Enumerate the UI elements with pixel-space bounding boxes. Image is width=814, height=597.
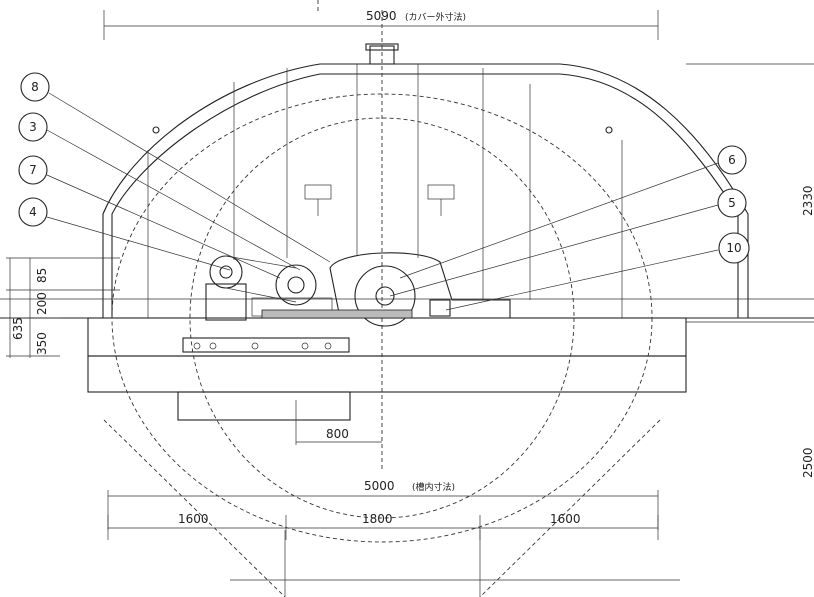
callout-4-text: 4 bbox=[29, 205, 37, 219]
height-2330-label: 2330 bbox=[801, 185, 814, 216]
center-lines bbox=[317, 0, 383, 470]
callout-10-text: 10 bbox=[726, 241, 741, 255]
tank-hidden-lines bbox=[103, 93, 680, 597]
dimension-right-heights: 2330 2500 bbox=[801, 185, 814, 478]
dimension-left-heights: 85 200 350 635 bbox=[6, 257, 120, 358]
cover-brackets bbox=[304, 184, 455, 216]
inner-width-note: (槽内寸法) bbox=[412, 481, 455, 493]
offset-800-label: 800 bbox=[326, 427, 349, 441]
height-635-label: 635 bbox=[11, 317, 25, 340]
height-85-label: 85 bbox=[35, 268, 49, 283]
drive-machinery bbox=[182, 252, 511, 353]
callout-7-text: 7 bbox=[29, 163, 37, 177]
callout-6-text: 6 bbox=[728, 153, 736, 167]
callout-7: 7 bbox=[18, 155, 48, 185]
callout-5-text: 5 bbox=[728, 196, 736, 210]
cover-outline bbox=[102, 43, 749, 318]
dimension-5000: 5000 (槽内寸法) bbox=[107, 479, 659, 530]
callout-5: 5 bbox=[717, 188, 747, 218]
segment-left-label: 1600 bbox=[178, 512, 209, 526]
callout-4: 4 bbox=[18, 197, 48, 227]
cover-width-label: 5090 bbox=[366, 9, 397, 23]
height-350-label: 350 bbox=[35, 332, 49, 355]
segment-middle-label: 1800 bbox=[362, 512, 393, 526]
dimension-5090: 5090 (カバー外寸法) bbox=[103, 9, 659, 40]
callout-6: 6 bbox=[717, 145, 747, 175]
cover-width-note: (カバー外寸法) bbox=[405, 11, 466, 23]
dimension-800: 800 bbox=[295, 400, 382, 445]
leader-lines bbox=[46, 92, 719, 311]
callout-10: 10 bbox=[718, 232, 750, 264]
callout-8-text: 8 bbox=[31, 80, 39, 94]
callout-3: 3 bbox=[18, 112, 48, 142]
foundation bbox=[0, 63, 814, 421]
callout-8: 8 bbox=[20, 72, 50, 102]
height-200-label: 200 bbox=[35, 292, 49, 315]
segment-right-label: 1600 bbox=[550, 512, 581, 526]
height-2500-label: 2500 bbox=[801, 447, 814, 478]
callout-3-text: 3 bbox=[29, 120, 37, 134]
dimension-segments: 1600 1800 1600 bbox=[107, 512, 659, 540]
inner-width-label: 5000 bbox=[364, 479, 395, 493]
